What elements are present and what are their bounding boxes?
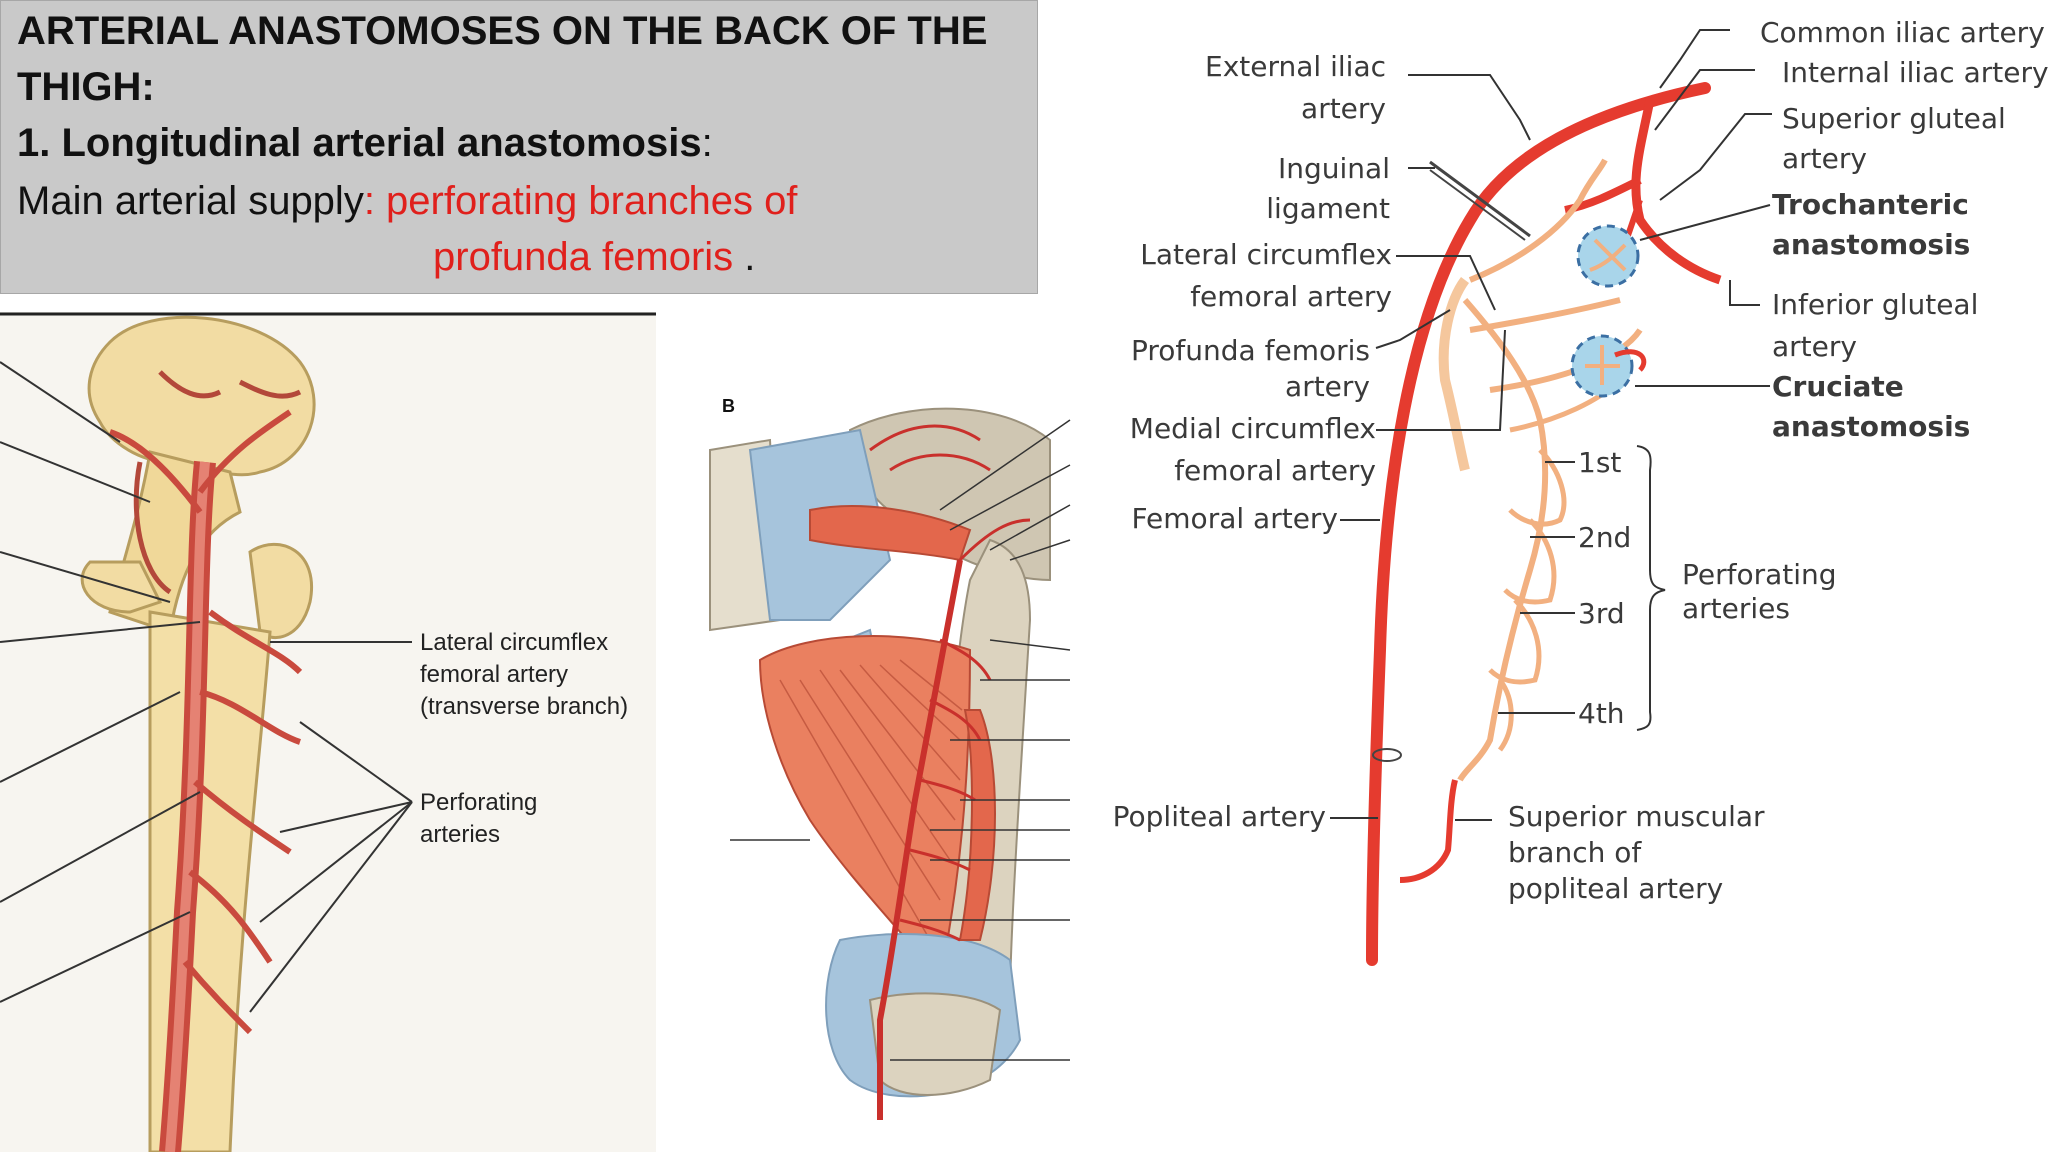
- label-medial-circumflex-2: femoral artery: [1174, 454, 1376, 487]
- label-lateral-circumflex-2: femoral artery: [1190, 280, 1392, 313]
- label-external-iliac-1: External iliac: [1205, 50, 1386, 83]
- title-period: .: [733, 235, 756, 279]
- label-profunda-2: artery: [1285, 370, 1370, 403]
- label-superior-muscular-3: popliteal artery: [1508, 872, 1723, 905]
- label-perforating-arteries-1: Perforating: [1682, 558, 1837, 591]
- internal-iliac-branch: [1631, 99, 1722, 285]
- label-trochanteric-2: anastomosis: [1772, 228, 1970, 261]
- femoral-artery-schematic: [1366, 82, 1711, 966]
- title-line-3: 1. Longitudinal arterial anastomosis:: [17, 119, 713, 167]
- label-cruciate-2: anastomosis: [1772, 410, 1970, 443]
- anastomosis-schematic: Common iliac artery Internal iliac arter…: [1113, 16, 2048, 966]
- label-profunda-1: Profunda femoris: [1131, 334, 1370, 367]
- label-superior-muscular-2: branch of: [1508, 836, 1642, 869]
- title-line-2: THIGH:: [17, 65, 155, 109]
- label-medial-circumflex-1: Medial circumflex: [1130, 412, 1376, 445]
- left-label-perforating-1: Perforating: [420, 789, 537, 816]
- main-supply-value-2: profunda femoris: [433, 235, 734, 279]
- label-inferior-gluteal-2: artery: [1772, 330, 1857, 363]
- title-line-5: profunda femoris .: [433, 233, 755, 281]
- main-supply-label: Main arterial supply: [17, 179, 364, 223]
- greater-trochanter: [248, 542, 313, 639]
- femur-illustration: Lateral circumflex femoral artery (trans…: [0, 312, 656, 1152]
- label-perforating-arteries-2: arteries: [1682, 592, 1790, 625]
- label-superior-muscular-1: Superior muscular: [1508, 800, 1765, 833]
- subheading-colon: :: [701, 121, 713, 165]
- label-superior-gluteal-1: Superior gluteal: [1782, 102, 2006, 135]
- label-perforating-1st: 1st: [1578, 446, 1621, 479]
- subheading: 1. Longitudinal arterial anastomosis: [17, 121, 702, 165]
- left-label-lateral-2: femoral artery: [420, 661, 568, 688]
- main-supply-value: : perforating branches of: [363, 179, 798, 223]
- label-cruciate-1: Cruciate: [1772, 370, 1904, 403]
- profunda-femoris-schematic: [1438, 277, 1470, 472]
- label-superior-gluteal-2: artery: [1782, 142, 1867, 175]
- label-internal-iliac: Internal iliac artery: [1782, 56, 2048, 89]
- panel-letter: B: [722, 396, 735, 416]
- label-femoral-artery: Femoral artery: [1131, 502, 1338, 535]
- left-label-perforating-2: arteries: [420, 821, 500, 848]
- label-common-iliac: Common iliac artery: [1760, 16, 2045, 49]
- title-line-4: Main arterial supply: perforating branch…: [17, 177, 797, 225]
- label-external-iliac-2: artery: [1301, 92, 1386, 125]
- label-popliteal-artery: Popliteal artery: [1113, 800, 1326, 833]
- title-box: ARTERIAL ANASTOMOSES ON THE BACK OF THE …: [0, 0, 1038, 294]
- left-label-lateral-3: (transverse branch): [420, 693, 628, 720]
- label-perforating-3rd: 3rd: [1578, 597, 1625, 630]
- label-inferior-gluteal-1: Inferior gluteal: [1772, 288, 1978, 321]
- trochanteric-anastomosis-circle: [1576, 224, 1640, 288]
- posterior-thigh-illustration: B: [709, 396, 1071, 1120]
- label-perforating-2nd: 2nd: [1578, 521, 1631, 554]
- label-inguinal-1: Inguinal: [1278, 152, 1390, 185]
- label-trochanteric-1: Trochanteric: [1772, 188, 1969, 221]
- left-label-lateral-1: Lateral circumflex: [420, 629, 608, 656]
- label-inguinal-2: ligament: [1266, 192, 1390, 225]
- label-perforating-4th: 4th: [1578, 697, 1625, 730]
- label-lateral-circumflex-1: Lateral circumflex: [1140, 238, 1392, 271]
- title-line-1: ARTERIAL ANASTOMOSES ON THE BACK OF THE: [17, 9, 988, 53]
